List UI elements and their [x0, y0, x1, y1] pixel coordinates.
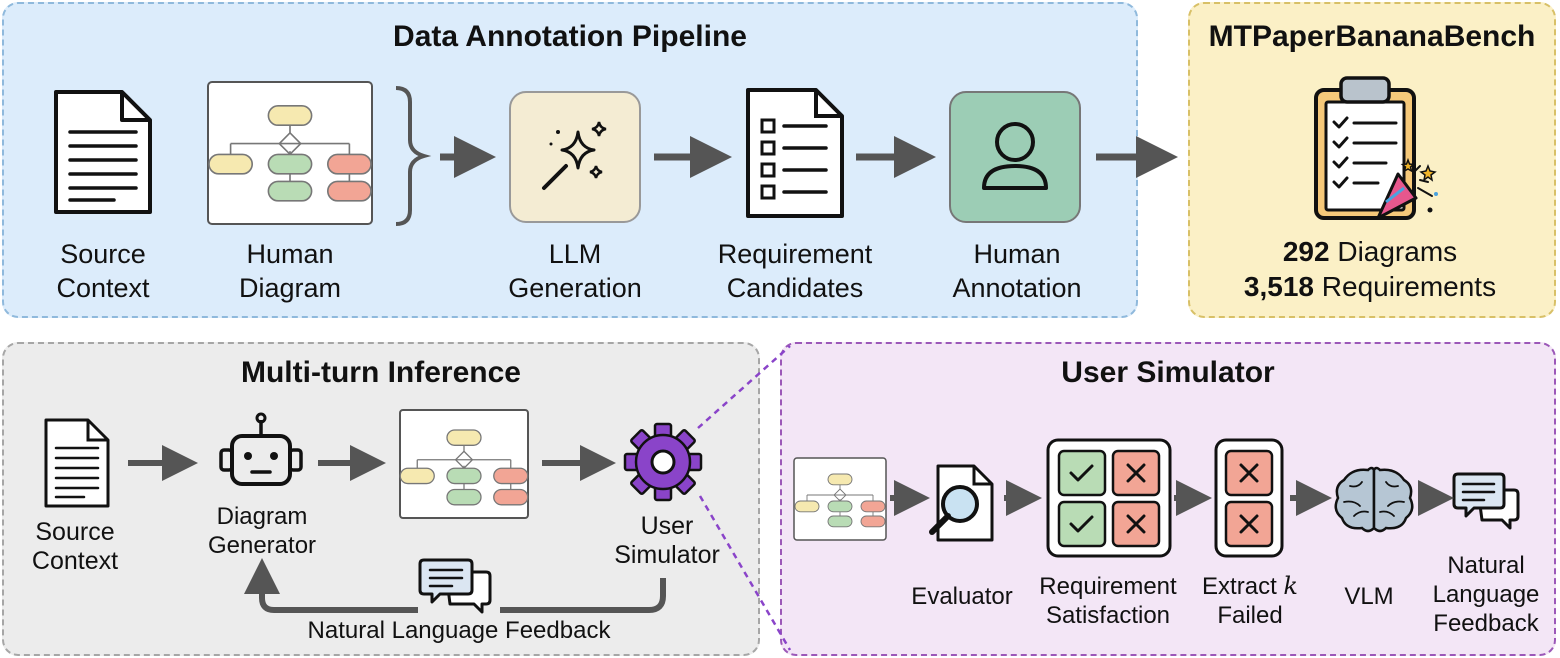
multi-turn-inference-panel: [2, 342, 760, 656]
diagrams-count: 292: [1282, 236, 1330, 267]
vlm-label: VLM: [1344, 583, 1394, 610]
pipeline-title: Data Annotation Pipeline: [393, 20, 747, 53]
human-diagram-flowchart-icon: [207, 81, 373, 225]
diagram-generator-robot-icon: [219, 412, 303, 486]
feedback-chat-icon: [418, 558, 492, 614]
feedback-label: Natural Language Feedback: [307, 617, 611, 644]
simulator-diagram-icon: [793, 457, 887, 541]
generated-diagram-icon: [399, 409, 529, 519]
benchmark-clipboard-icon: [1314, 76, 1438, 220]
grouping-brace: [395, 86, 432, 226]
simulator-title: User Simulator: [1061, 356, 1275, 389]
user-simulator-gear-icon: [623, 422, 703, 502]
llm-generation-magic-wand-icon: [509, 91, 641, 223]
requirement-candidates-checklist-icon: [746, 88, 844, 218]
vlm-brain-icon: [1334, 466, 1414, 533]
requirements-label: Requirements: [1313, 271, 1497, 302]
feedback-loop-arrow: [262, 570, 666, 613]
bench-diagrams-stat: 292 Diagrams: [1283, 235, 1457, 269]
source-context-document-icon: [54, 90, 152, 214]
diagrams-label: Diagrams: [1329, 236, 1458, 267]
evaluator-label: Evaluator: [911, 583, 1013, 610]
inference-title: Multi-turn Inference: [240, 356, 521, 389]
bench-requirements-stat: 3,518 Requirements: [1244, 270, 1496, 304]
inference-source-context-document-icon: [44, 418, 110, 508]
extract-failed-icon: [1214, 438, 1284, 558]
requirement-satisfaction-grid-icon: [1046, 438, 1172, 558]
bench-title: MTPaperBananaBench: [1208, 20, 1536, 53]
nl-feedback-chat-icon: [1452, 472, 1520, 530]
human-annotation-person-icon: [949, 91, 1081, 223]
zoom-connector-lines: [697, 345, 792, 651]
evaluator-magnifier-icon: [929, 464, 994, 542]
requirements-count: 3,518: [1243, 271, 1314, 302]
